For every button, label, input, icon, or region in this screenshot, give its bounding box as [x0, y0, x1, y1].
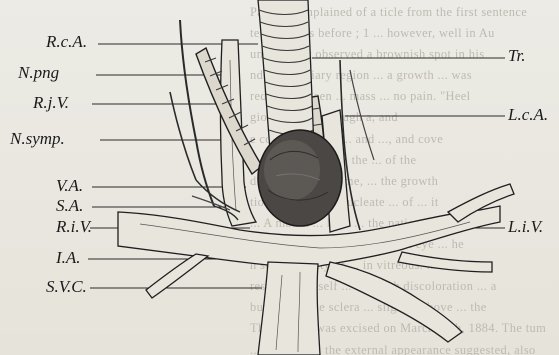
trachea [258, 0, 314, 150]
label-rjv: R.j.V. [33, 94, 69, 112]
label-tr: Tr. [508, 47, 526, 65]
label-nsymp: N.symp. [10, 130, 65, 148]
label-ia: I.A. [56, 249, 81, 267]
label-riv: R.i.V. [56, 218, 92, 236]
label-npng: N.png [18, 64, 59, 82]
label-liv: L.i.V. [508, 218, 543, 236]
label-rca: R.c.A. [46, 33, 87, 51]
label-sa: S.A. [56, 197, 83, 215]
label-va: V.A. [56, 177, 83, 195]
label-lca: L.c.A. [508, 106, 548, 124]
label-svc: S.V.C. [46, 278, 87, 296]
tumour-mass [258, 130, 342, 226]
